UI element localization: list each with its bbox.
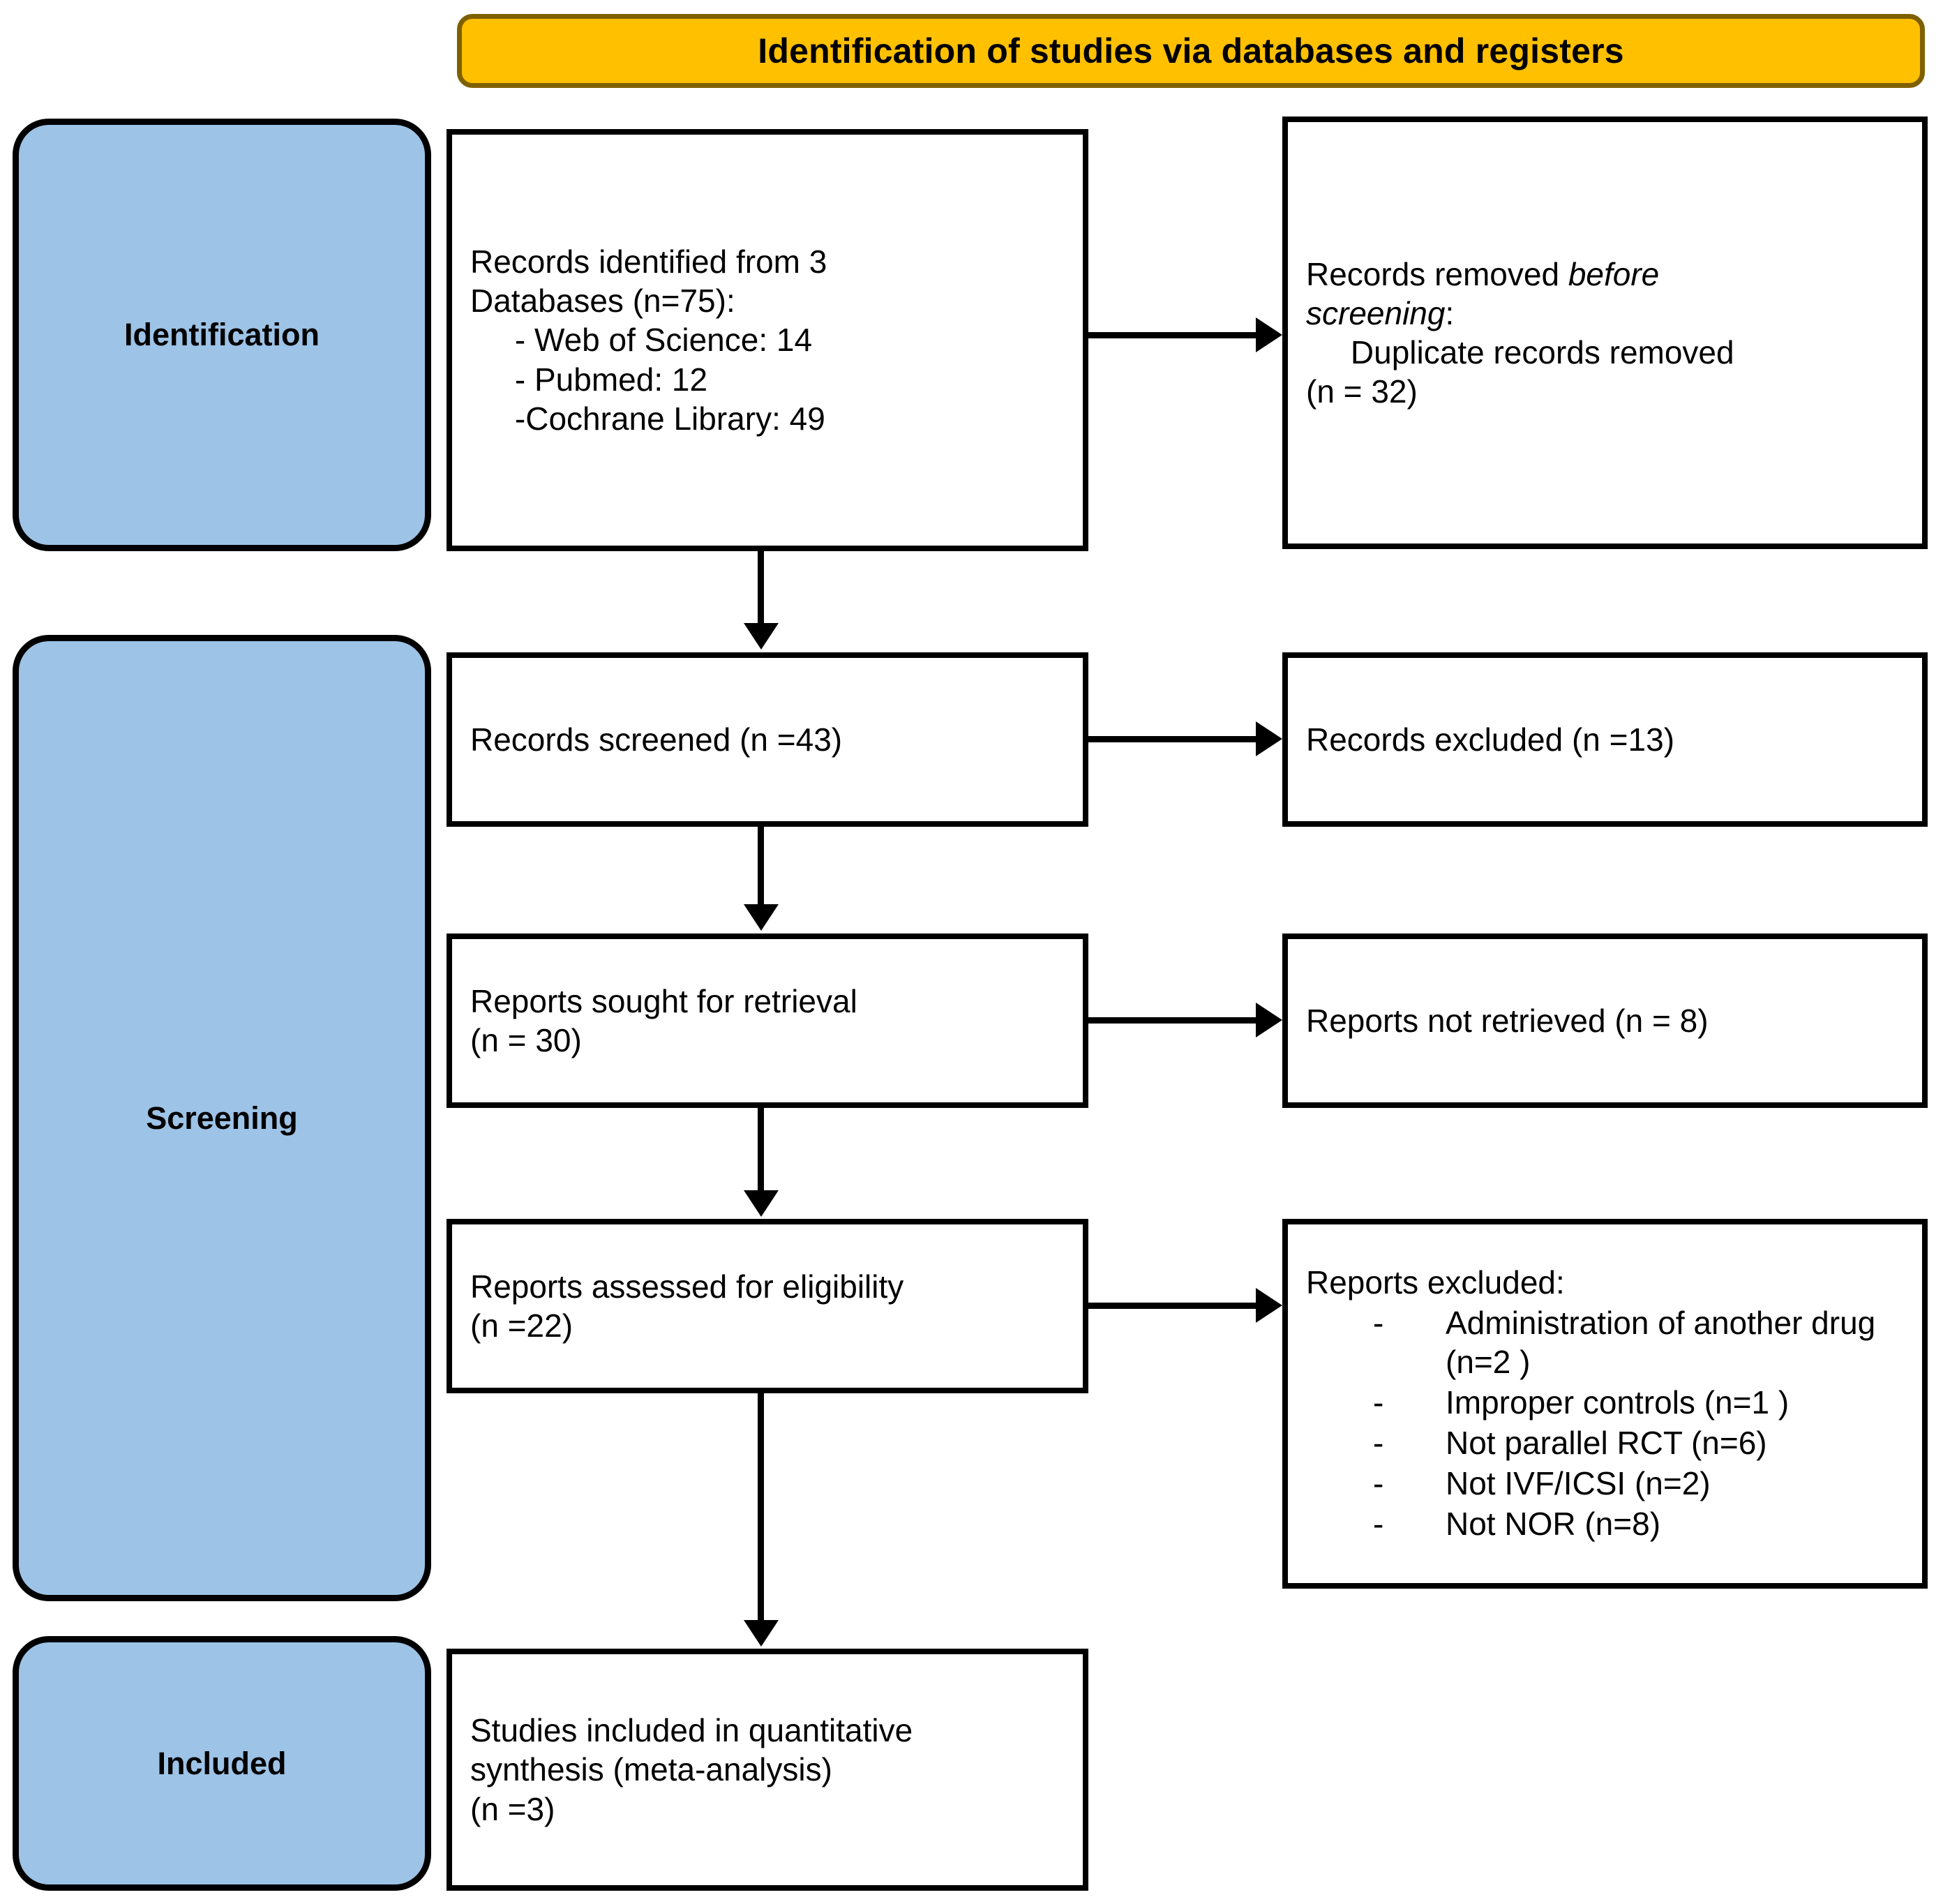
stage-label-screening: Screening (13, 635, 431, 1601)
list-item: - Improper controls (n=1 ) (1373, 1383, 1904, 1422)
records-identified-text: Records identified from 3 Databases (n=7… (470, 243, 827, 437)
connector-identified-to-removed (1088, 332, 1264, 338)
reports-excluded-content: Reports excluded: - Administration of an… (1288, 1263, 1922, 1545)
arrowhead-sought-to-assessed (744, 1190, 779, 1217)
stage-included-text: Included (157, 1745, 287, 1781)
list-item: - Not IVF/ICSI (n=2) (1373, 1464, 1904, 1503)
records-removed-line2-italic: screening (1306, 294, 1446, 331)
records-excluded-text: Records excluded (n =13) (1306, 721, 1675, 758)
box-reports-excluded-reasons: Reports excluded: - Administration of an… (1282, 1219, 1928, 1589)
list-item-label: Not parallel RCT (n=6) (1446, 1425, 1767, 1462)
arrowhead-assessed-to-studies (744, 1620, 779, 1647)
connector-sought-to-notretrieved (1088, 1017, 1264, 1024)
connector-screened-to-sought (758, 827, 764, 907)
connector-assessed-to-studies (758, 1393, 764, 1624)
connector-screened-to-excluded (1088, 736, 1264, 742)
records-removed-line1-italic: before (1568, 255, 1660, 292)
bullet-dash: - (1373, 1465, 1384, 1502)
list-item-label: Not NOR (n=8) (1446, 1506, 1661, 1543)
arrowhead-screened-to-sought (744, 904, 779, 931)
reports-excluded-title: Reports excluded: (1306, 1264, 1565, 1300)
list-item-label: Improper controls (n=1 ) (1446, 1384, 1790, 1420)
bullet-dash: - (1373, 1425, 1384, 1462)
records-removed-text: Records removed before screening: Duplic… (1288, 255, 1922, 411)
box-records-removed-before-screening: Records removed before screening: Duplic… (1282, 117, 1928, 549)
list-item: - Administration of another drug (n=2 ) (1373, 1303, 1904, 1381)
stage-identification-text: Identification (124, 317, 320, 352)
reports-not-retrieved-text: Reports not retrieved (n = 8) (1306, 1002, 1709, 1039)
records-removed-line2-suffix: : (1445, 294, 1455, 331)
stage-label-included: Included (13, 1636, 431, 1891)
connector-identified-to-screened (758, 551, 764, 627)
connector-sought-to-assessed (758, 1108, 764, 1193)
reports-excluded-list: - Administration of another drug (n=2 ) … (1306, 1303, 1904, 1544)
records-screened-text: Records screened (n =43) (470, 721, 843, 758)
arrowhead-screened-to-excluded (1256, 721, 1282, 756)
studies-included-text: Studies included in quantitative synthes… (470, 1712, 913, 1827)
bullet-dash: - (1373, 1506, 1384, 1543)
banner-identification-via-databases: Identification of studies via databases … (457, 14, 1925, 88)
box-records-excluded: Records excluded (n =13) (1282, 652, 1928, 827)
reports-assessed-text: Reports assessed for eligibility (n =22) (470, 1268, 904, 1344)
box-reports-not-retrieved: Reports not retrieved (n = 8) (1282, 934, 1928, 1108)
list-item-label: Administration of another drug (n=2 ) (1446, 1304, 1876, 1380)
stage-screening-text: Screening (146, 1100, 298, 1136)
box-reports-sought-for-retrieval: Reports sought for retrieval (n = 30) (447, 934, 1088, 1108)
reports-sought-text: Reports sought for retrieval (n = 30) (470, 982, 857, 1058)
box-records-identified: Records identified from 3 Databases (n=7… (447, 129, 1088, 551)
list-item: - Not NOR (n=8) (1373, 1504, 1904, 1543)
list-item-label: Not IVF/ICSI (n=2) (1446, 1465, 1711, 1502)
bullet-dash: - (1373, 1384, 1384, 1420)
box-studies-included: Studies included in quantitative synthes… (447, 1649, 1088, 1891)
banner-title: Identification of studies via databases … (758, 31, 1624, 70)
arrowhead-identified-to-screened (744, 623, 779, 650)
list-item: - Not parallel RCT (n=6) (1373, 1423, 1904, 1462)
arrowhead-assessed-to-reportsexcluded (1256, 1288, 1282, 1323)
records-removed-line4: (n = 32) (1306, 373, 1418, 410)
box-records-screened: Records screened (n =43) (447, 652, 1088, 827)
arrowhead-sought-to-notretrieved (1256, 1003, 1282, 1037)
bullet-dash: - (1373, 1304, 1384, 1341)
box-reports-assessed-for-eligibility: Reports assessed for eligibility (n =22) (447, 1219, 1088, 1393)
records-removed-line1-prefix: Records removed (1306, 255, 1568, 292)
connector-assessed-to-reportsexcluded (1088, 1303, 1264, 1309)
arrowhead-identified-to-removed (1256, 317, 1282, 352)
stage-label-identification: Identification (13, 119, 431, 551)
records-removed-line3: Duplicate records removed (1306, 334, 1734, 370)
